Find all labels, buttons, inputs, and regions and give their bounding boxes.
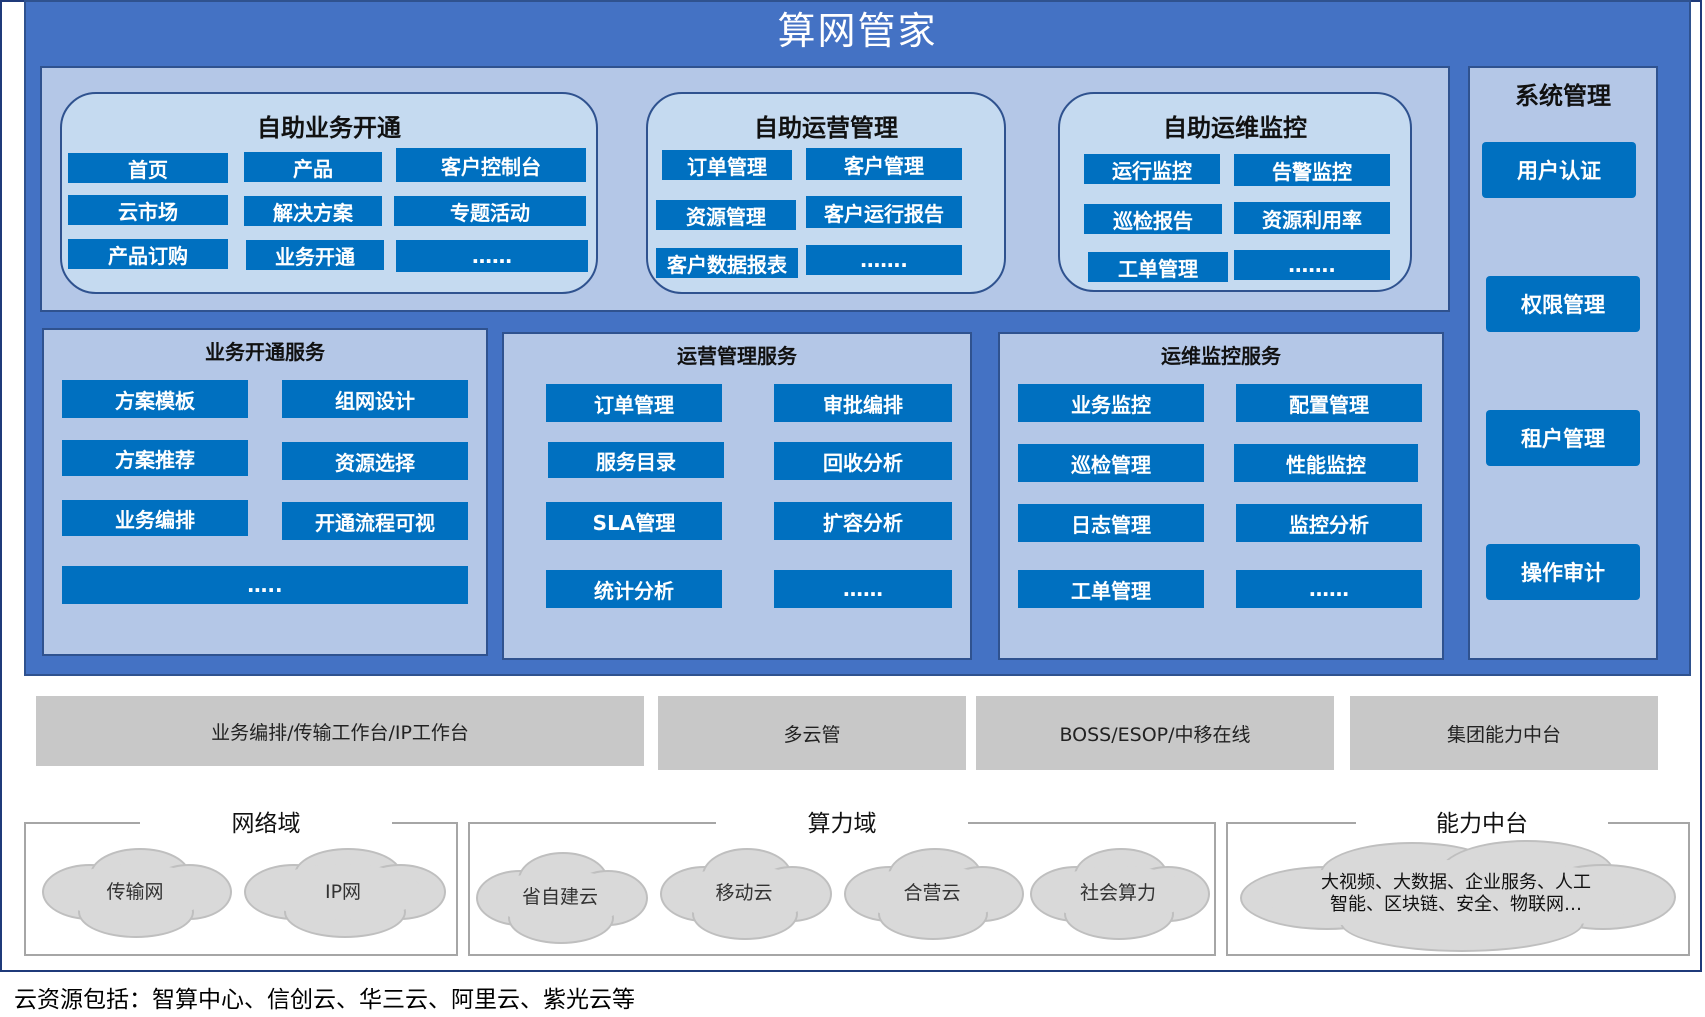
- platform-capability: 集团能力中台: [1350, 696, 1658, 770]
- special-event-button[interactable]: 专题活动: [394, 196, 586, 226]
- platform-orchestration: 业务编排/传输工作台/IP工作台: [36, 696, 644, 766]
- joint-venture-cloud-label: 合营云: [903, 881, 961, 904]
- operation-monitor-button[interactable]: 运行监控: [1084, 154, 1220, 184]
- platform-multicloud: 多云管: [658, 696, 966, 770]
- customer-report-button[interactable]: 客户运行报告: [806, 196, 962, 228]
- capability-cloud-label: 大视频、大数据、企业服务、人工智能、区块链、安全、物联网…: [1321, 872, 1591, 915]
- home-button[interactable]: 首页: [68, 153, 228, 183]
- business-orchestration-button[interactable]: 业务编排: [62, 500, 248, 536]
- operation-service-panel: [502, 332, 972, 660]
- service-catalog-button[interactable]: 服务目录: [548, 442, 724, 478]
- tenant-management-button[interactable]: 租户管理: [1486, 410, 1640, 466]
- activation-flow-button[interactable]: 开通流程可视: [282, 502, 468, 540]
- config-management-button[interactable]: 配置管理: [1236, 384, 1422, 422]
- business-monitor-button[interactable]: 业务监控: [1018, 384, 1204, 422]
- ip-network-cloud: IP网: [244, 846, 446, 938]
- resource-select-button[interactable]: 资源选择: [282, 442, 468, 480]
- business-service-panel: [42, 328, 488, 656]
- cloud-market-button[interactable]: 云市场: [68, 195, 228, 225]
- mobile-cloud: 移动云: [660, 846, 832, 940]
- product-button[interactable]: 产品: [244, 152, 382, 182]
- social-compute-cloud: 社会算力: [1030, 846, 1210, 940]
- solution-button[interactable]: 解决方案: [244, 196, 382, 226]
- sla-management-button[interactable]: SLA管理: [546, 502, 722, 540]
- network-domain-title: 网络域: [140, 808, 392, 840]
- more-button[interactable]: …….: [1234, 250, 1390, 280]
- performance-monitor-button[interactable]: 性能监控: [1234, 444, 1418, 482]
- compute-domain-title: 算力域: [716, 808, 968, 840]
- business-service-title: 业务开通服务: [205, 340, 325, 364]
- self-monitoring-title: 自助运维监控: [1163, 114, 1307, 142]
- mobile-cloud-label: 移动云: [715, 881, 773, 904]
- order-management-button[interactable]: 订单管理: [546, 384, 722, 422]
- network-design-button[interactable]: 组网设计: [282, 380, 468, 418]
- customer-management-button[interactable]: 客户管理: [806, 148, 962, 180]
- scheme-template-button[interactable]: 方案模板: [62, 380, 248, 418]
- joint-venture-cloud: 合营云: [844, 846, 1024, 940]
- expansion-analysis-button[interactable]: 扩容分析: [774, 502, 952, 540]
- capability-domain-title: 能力中台: [1356, 808, 1608, 840]
- permission-management-button[interactable]: 权限管理: [1486, 276, 1640, 332]
- recycle-analysis-button[interactable]: 回收分析: [774, 442, 952, 480]
- platform-boss: BOSS/ESOP/中移在线: [976, 696, 1334, 770]
- self-built-cloud: 省自建云: [476, 850, 648, 944]
- more-button[interactable]: ……: [774, 570, 952, 608]
- inspection-management-button[interactable]: 巡检管理: [1018, 444, 1204, 482]
- scheme-recommend-button[interactable]: 方案推荐: [62, 440, 248, 476]
- inspection-report-button[interactable]: 巡检报告: [1084, 204, 1222, 234]
- log-management-button[interactable]: 日志管理: [1018, 504, 1204, 542]
- more-button[interactable]: ……: [396, 240, 588, 272]
- capability-cloud: 大视频、大数据、企业服务、人工智能、区块链、安全、物联网…: [1240, 838, 1676, 952]
- customer-data-report-button[interactable]: 客户数据报表: [656, 248, 798, 278]
- self-business-title: 自助业务开通: [257, 114, 401, 142]
- statistics-analysis-button[interactable]: 统计分析: [546, 570, 722, 608]
- more-button[interactable]: ……: [1236, 570, 1422, 608]
- work-order-button[interactable]: 工单管理: [1018, 570, 1204, 608]
- more-button[interactable]: …….: [806, 245, 962, 275]
- transport-network-cloud: 传输网: [42, 846, 232, 938]
- user-auth-button[interactable]: 用户认证: [1482, 142, 1636, 198]
- social-compute-label: 社会算力: [1079, 881, 1156, 904]
- operation-service-title: 运营管理服务: [677, 344, 797, 368]
- self-operation-title: 自助运营管理: [754, 114, 898, 142]
- business-activation-button[interactable]: 业务开通: [246, 240, 384, 270]
- transport-network-label: 传输网: [106, 880, 164, 903]
- monitoring-service-title: 运维监控服务: [1161, 344, 1281, 368]
- monitoring-service-panel: [998, 332, 1444, 660]
- approval-orchestration-button[interactable]: 审批编排: [774, 384, 952, 422]
- self-built-cloud-label: 省自建云: [521, 885, 598, 908]
- resource-usage-button[interactable]: 资源利用率: [1234, 202, 1390, 234]
- more-button[interactable]: …..: [62, 566, 468, 604]
- product-order-button[interactable]: 产品订购: [68, 239, 228, 269]
- resource-management-button[interactable]: 资源管理: [656, 200, 796, 230]
- order-management-button[interactable]: 订单管理: [662, 150, 792, 180]
- work-order-button[interactable]: 工单管理: [1088, 252, 1228, 282]
- ip-network-label: IP网: [324, 880, 362, 903]
- system-management-title: 系统管理: [1515, 82, 1611, 110]
- operation-audit-button[interactable]: 操作审计: [1486, 544, 1640, 600]
- cloud-resource-note: 云资源包括：智算中心、信创云、华三云、阿里云、紫光云等: [14, 987, 635, 1013]
- main-title: 算网管家: [777, 9, 938, 53]
- alarm-monitor-button[interactable]: 告警监控: [1234, 154, 1390, 186]
- monitor-analysis-button[interactable]: 监控分析: [1236, 504, 1422, 542]
- customer-console-button[interactable]: 客户控制台: [396, 148, 586, 182]
